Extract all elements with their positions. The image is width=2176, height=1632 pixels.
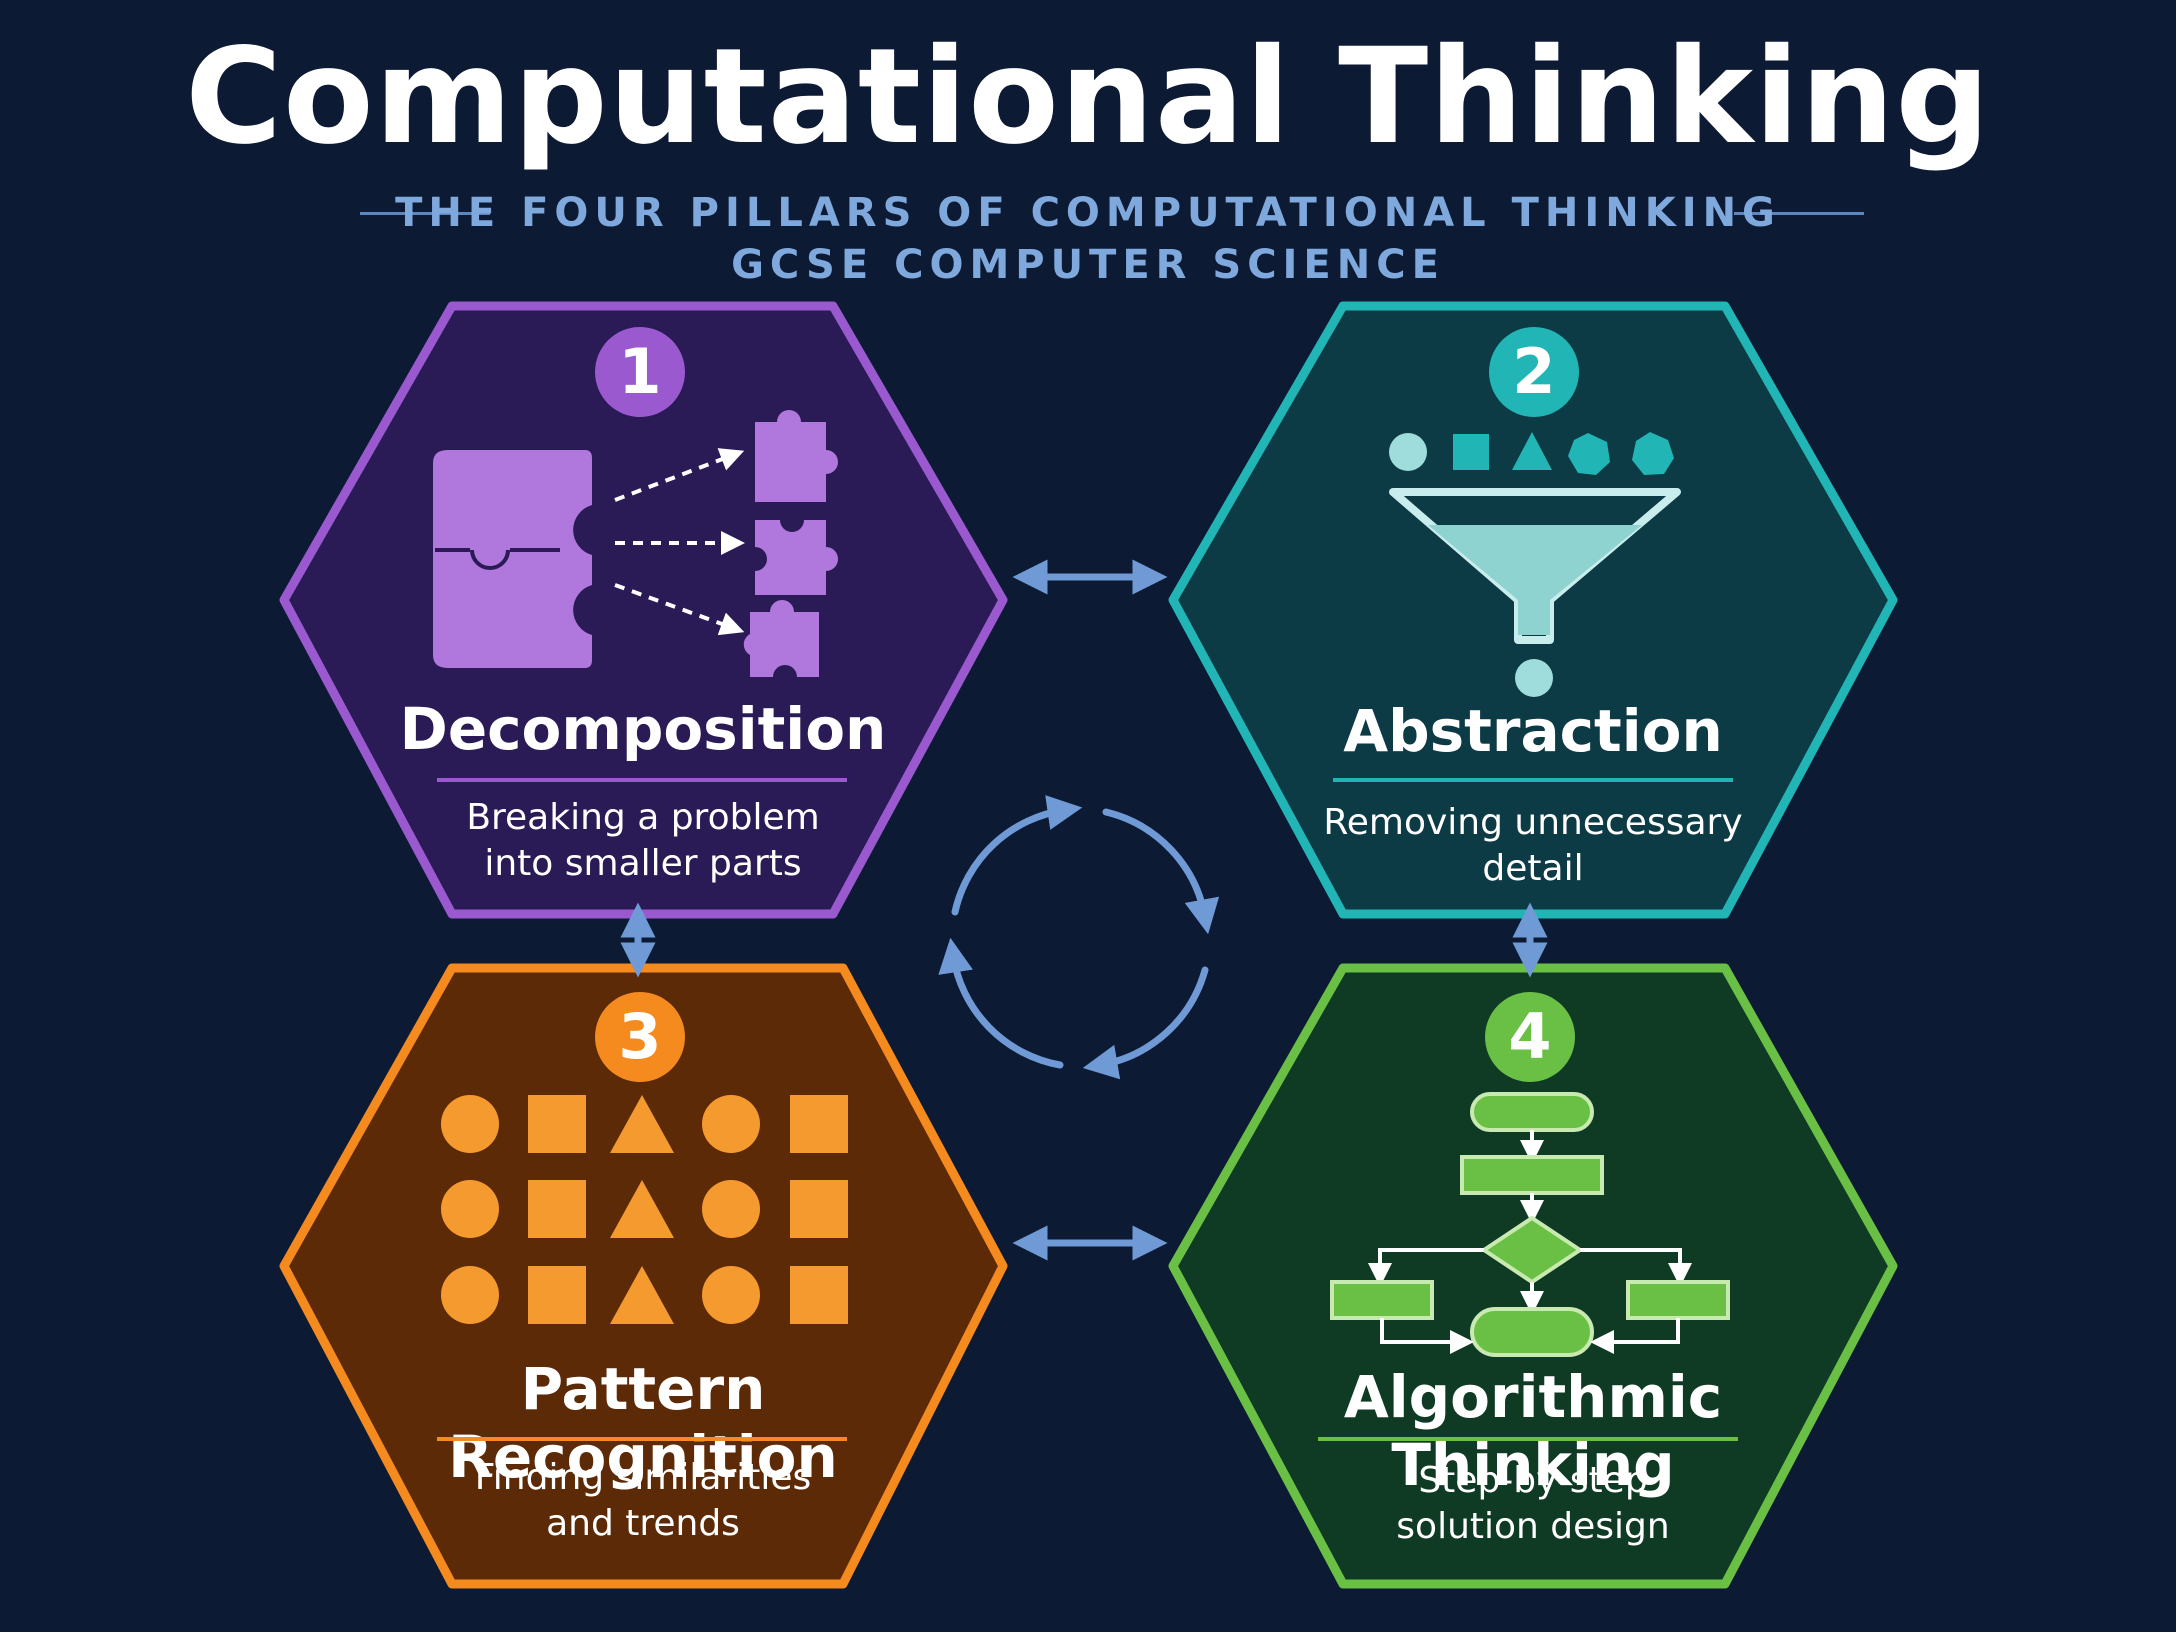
flowchart-icon	[1330, 1092, 1730, 1357]
pillar-description-box: Breaking a problem into smaller parts	[343, 795, 943, 887]
subtitle-rule-left	[360, 212, 490, 215]
pillar-card-algorithmic-thinking: Algorithmic Thinking	[1233, 1363, 1833, 1499]
pillar-description: Breaking a problem into smaller parts	[466, 797, 820, 884]
shapes-grid-icon	[441, 1095, 848, 1324]
pillar-title: Abstraction	[1343, 697, 1723, 765]
pillar-description: Removing unnecessary detail	[1323, 802, 1743, 889]
subtitle-rule-right	[1734, 212, 1864, 215]
pillar-title-underline	[1318, 1437, 1738, 1441]
funnel-icon	[1389, 432, 1681, 697]
pillar-title: Pattern Recognition	[448, 1355, 838, 1491]
pillar-title-underline	[437, 1437, 847, 1441]
subtitle-line-2: GCSE COMPUTER SCIENCE	[731, 242, 1445, 288]
page-title: Computational Thinking	[185, 20, 1991, 174]
pillar-number-badge: 2	[1489, 327, 1579, 417]
pillar-number-badge: 4	[1485, 992, 1575, 1082]
pillar-title-underline	[1333, 778, 1733, 782]
pillar-title-underline	[437, 778, 847, 782]
pillar-description-box: Finding similarities and trends	[343, 1455, 943, 1547]
pillar-description-box: Removing unnecessary detail	[1233, 800, 1833, 892]
puzzle-icon	[433, 410, 838, 677]
pillar-card-decomposition: Decomposition	[343, 695, 943, 763]
pillar-card-abstraction: Abstraction	[1233, 697, 1833, 765]
cycle-icon	[938, 795, 1220, 1080]
subtitle-line-1: THE FOUR PILLARS OF COMPUTATIONAL THINKI…	[395, 190, 1781, 236]
pillar-number-badge: 1	[595, 327, 685, 417]
pillar-card-pattern-recognition: Pattern Recognition	[343, 1355, 943, 1491]
pillar-description-box: Step-by-step solution design	[1233, 1458, 1833, 1550]
pillar-number-badge: 3	[595, 992, 685, 1082]
pillar-title: Algorithmic Thinking	[1343, 1363, 1723, 1499]
pillar-description: Step-by-step solution design	[1396, 1460, 1670, 1547]
pillar-title: Decomposition	[399, 695, 887, 763]
pillar-description: Finding similarities and trends	[474, 1457, 812, 1544]
